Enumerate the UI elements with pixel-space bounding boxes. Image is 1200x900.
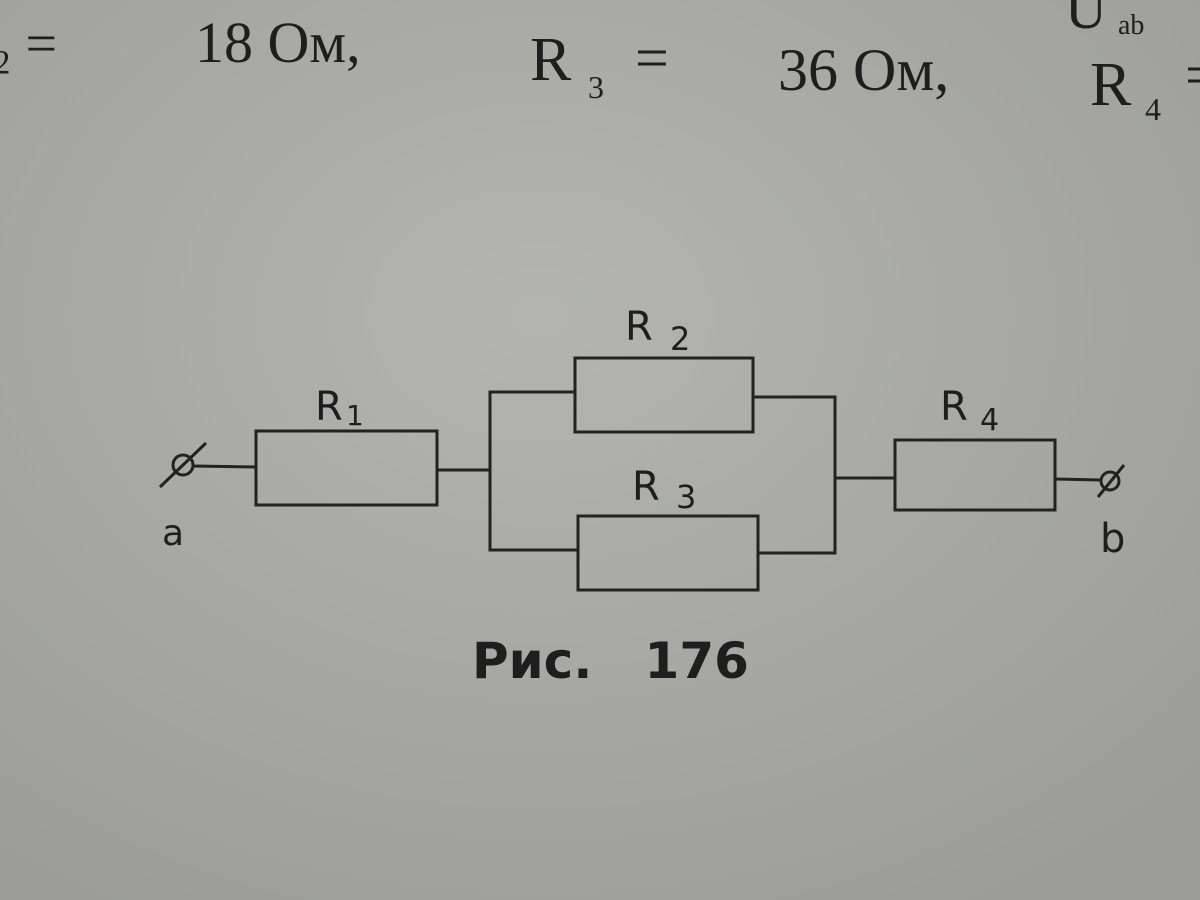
terminal-a [158, 441, 208, 489]
label-r1: R 1 [315, 384, 364, 432]
wire-right-node [753, 395, 837, 555]
resistor-r1 [254, 429, 439, 507]
uab-subscript: ab [1118, 10, 1144, 41]
wire [192, 464, 257, 469]
r4-label: R [1090, 51, 1132, 119]
r4-equals: = [1185, 42, 1200, 108]
resistor-r2 [573, 356, 755, 434]
svg-text:3: 3 [676, 478, 696, 516]
svg-text:4: 4 [980, 403, 999, 438]
svg-text:2: 2 [670, 320, 690, 358]
problem-text: ₂ = 18 Ом, R 3 = 36 Ом, R 4 = U ab [0, 0, 1200, 127]
svg-text:R: R [625, 304, 653, 350]
label-r4: R 4 [940, 384, 999, 438]
r3-value: 36 Ом, [778, 37, 949, 103]
wire [1054, 477, 1101, 482]
label-r3: R 3 [632, 464, 696, 516]
r4-subscript: 4 [1145, 91, 1161, 127]
wire-left-node [488, 390, 578, 552]
figure-caption: Рис. 176 [472, 632, 749, 690]
r2-value: 18 Ом, [195, 10, 361, 75]
uab-label: U [1065, 0, 1107, 41]
label-terminal-b: b [1100, 516, 1125, 562]
svg-text:R: R [632, 464, 660, 510]
svg-text:1: 1 [346, 399, 364, 432]
terminal-b [1096, 464, 1126, 498]
label-terminal-a: a [162, 513, 184, 554]
label-r2: R 2 [625, 304, 690, 358]
r3-equals: = [635, 25, 669, 91]
svg-text:R: R [315, 384, 343, 430]
r3-subscript: 3 [588, 69, 604, 105]
resistor-r4 [893, 438, 1057, 512]
svg-text:R: R [940, 384, 968, 430]
r3-label: R [530, 26, 572, 94]
circuit-diagram: R 1 R 2 R 3 R 4 a b Рис. 176 [158, 304, 1126, 690]
text-fragment: ₂ = [0, 13, 57, 75]
